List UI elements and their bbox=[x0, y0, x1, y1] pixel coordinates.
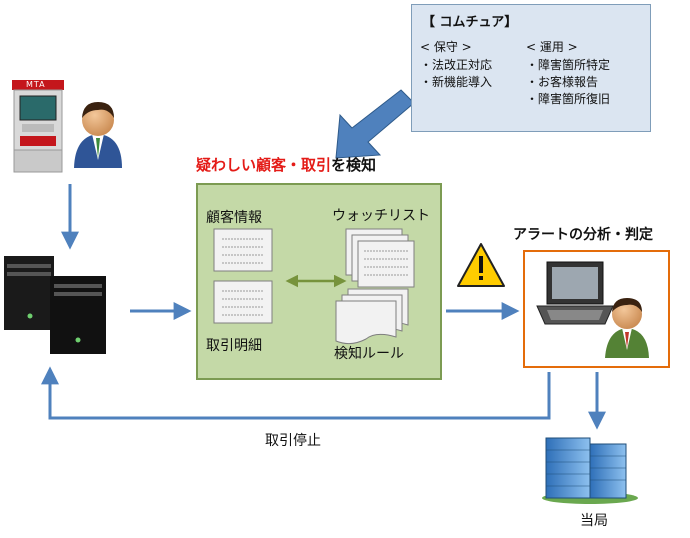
rules-documents-icon bbox=[335, 288, 409, 345]
maintenance-column: < 保守 > ・法改正対応 ・新機能導入 bbox=[420, 39, 492, 91]
headline-highlight: 疑わしい顧客・取引 bbox=[196, 156, 332, 174]
maintenance-item: ・新機能導入 bbox=[420, 75, 493, 89]
authority-label: 当局 bbox=[580, 513, 608, 529]
server-icon bbox=[50, 276, 106, 354]
laptop-icon bbox=[536, 261, 614, 325]
transaction-detail-label: 取引明細 bbox=[206, 338, 262, 354]
document-icons bbox=[213, 228, 415, 345]
operation-heading: < 運用 > bbox=[526, 40, 578, 54]
atm-icon bbox=[12, 80, 64, 173]
maintenance-heading: < 保守 > bbox=[420, 40, 472, 54]
watchlist-label: ウォッチリスト bbox=[332, 208, 430, 224]
alert-analysis-box bbox=[523, 250, 670, 368]
server-icon bbox=[4, 256, 54, 330]
operation-column: < 運用 > ・障害箇所特定 ・お客様報告 ・障害箇所復旧 bbox=[526, 39, 610, 108]
document-icon bbox=[213, 280, 273, 324]
warning-icon bbox=[457, 243, 505, 287]
comture-info-box: 【 コムチュア】 < 保守 > ・法改正対応 ・新機能導入 < 運用 > ・障害… bbox=[411, 4, 651, 132]
detection-system-box: 顧客情報 ウォッチリスト 取引明細 検知ルール bbox=[196, 183, 442, 380]
headline-rest: を検知 bbox=[331, 156, 377, 174]
watchlist-documents-icon bbox=[345, 228, 415, 288]
building-icon bbox=[542, 437, 638, 504]
feedback-arrow bbox=[41, 366, 551, 420]
atm-sign: MTA bbox=[26, 80, 46, 89]
operation-item: ・障害箇所復旧 bbox=[526, 92, 611, 106]
detection-headline: 疑わしい顧客・取引を検知 bbox=[196, 154, 376, 175]
document-icon bbox=[213, 228, 273, 272]
operation-item: ・障害箇所特定 bbox=[526, 58, 611, 72]
analyst-illustration bbox=[536, 261, 649, 358]
info-box-title: 【 コムチュア】 bbox=[422, 15, 518, 30]
customer-info-label: 顧客情報 bbox=[206, 210, 262, 226]
alert-analysis-title: アラートの分析・判定 bbox=[513, 227, 653, 243]
maintenance-item: ・法改正対応 bbox=[420, 58, 493, 72]
detection-rules-label: 検知ルール bbox=[334, 346, 404, 362]
transaction-stop-label: 取引停止 bbox=[265, 433, 321, 449]
big-arrow bbox=[335, 89, 415, 159]
customer-person-icon bbox=[74, 102, 122, 168]
operation-item: ・お客様報告 bbox=[526, 75, 599, 89]
analyst-person-icon bbox=[605, 298, 649, 358]
